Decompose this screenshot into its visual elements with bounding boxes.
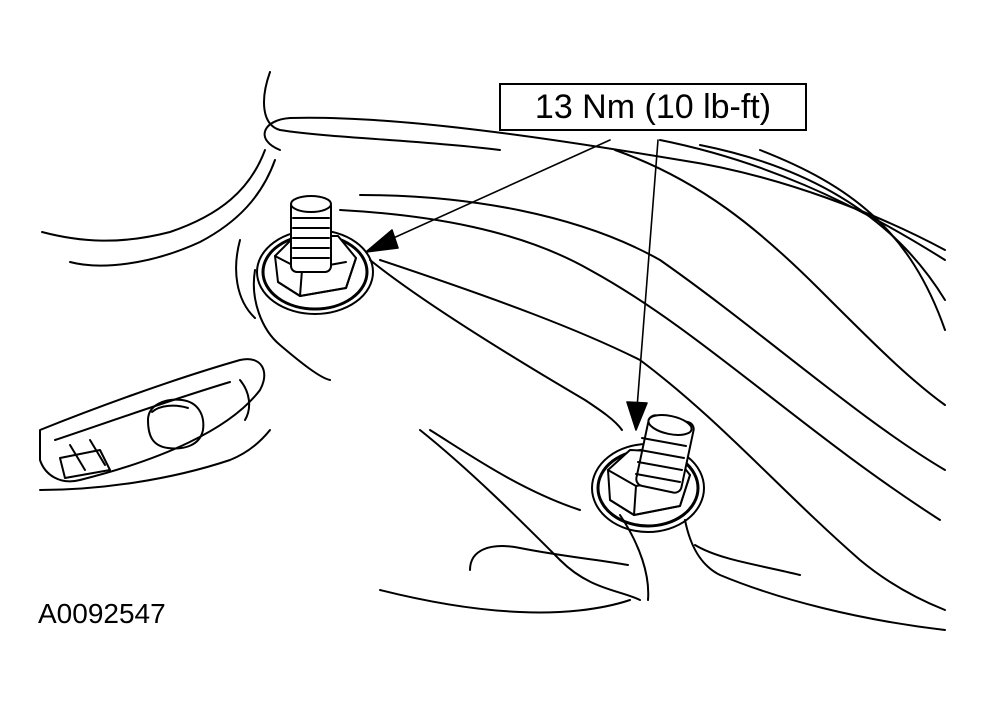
leader-arrows	[365, 139, 659, 431]
leader-arrow	[377, 139, 611, 246]
lower-stud-assembly	[591, 414, 705, 533]
leader-arrowhead	[365, 229, 399, 253]
lower-left-cavity	[39, 358, 271, 491]
upper-stud-assembly	[256, 195, 374, 315]
torque-spec-callout: 13 Nm (10 lb-ft)	[499, 83, 807, 131]
leader-arrowhead	[626, 401, 648, 431]
housing-contours	[41, 71, 946, 631]
figure-id-label: A0092547	[38, 598, 166, 629]
leader-arrow	[636, 139, 659, 409]
